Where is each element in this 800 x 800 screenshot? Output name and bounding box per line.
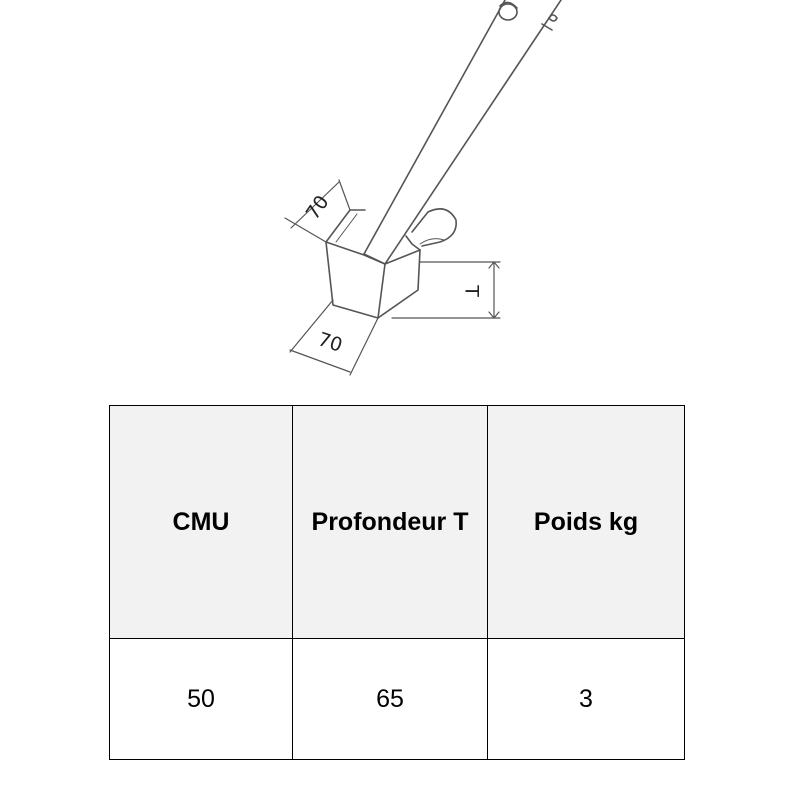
spec-table: CMU Profondeur T Poids kg 50 65 3: [109, 405, 685, 760]
header-poids: Poids kg: [487, 405, 685, 639]
dimension-length-label: 70: [315, 328, 345, 356]
cell-profondeur: 65: [292, 638, 488, 760]
table-header-row: CMU Profondeur T Poids kg: [109, 405, 685, 639]
anchor-drawing: 70 70 T: [284, 0, 562, 376]
cell-poids: 3: [487, 638, 685, 760]
cell-cmu: 50: [109, 638, 293, 760]
dimension-width: [284, 179, 351, 243]
side-lug: [411, 208, 457, 247]
handle-ring: [498, 1, 558, 31]
dimension-depth: [391, 261, 501, 319]
header-profondeur: Profondeur T: [292, 405, 488, 639]
dimension-length: [289, 299, 379, 376]
shaft: [363, 0, 562, 265]
dimension-depth-label: T: [461, 284, 483, 297]
table-row: 50 65 3: [109, 638, 685, 760]
socket-box: [325, 209, 421, 319]
header-cmu: CMU: [109, 405, 293, 639]
dimension-width-label: 70: [302, 191, 334, 223]
